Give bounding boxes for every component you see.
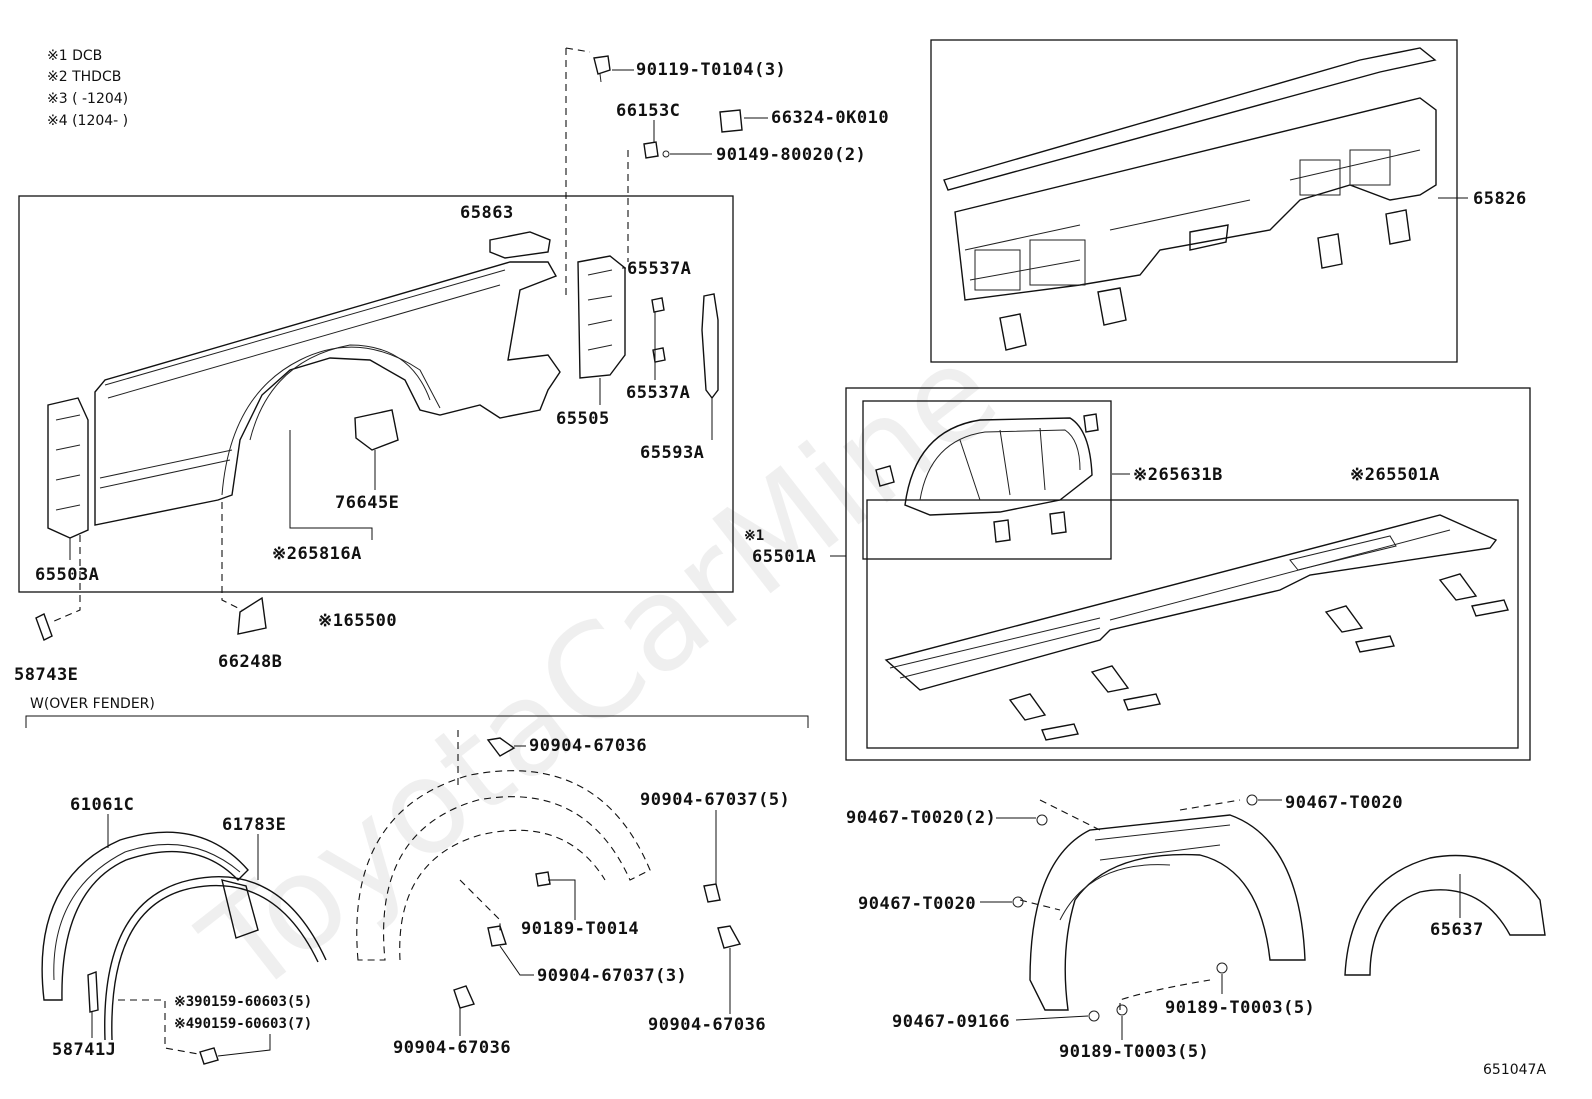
liner-65637-drawing bbox=[1344, 854, 1546, 976]
label-65631b: ※265631B bbox=[1133, 465, 1223, 485]
label-65593a: 65593A bbox=[640, 443, 704, 463]
box-floor-panel bbox=[866, 499, 1519, 749]
clip-90467-09166-icon bbox=[1088, 1010, 1100, 1022]
front-panel-drawing bbox=[943, 47, 1437, 351]
over-fender-bracket bbox=[25, 715, 809, 728]
label-65637: 65637 bbox=[1430, 920, 1484, 940]
clip-90467-t0020-a-icon bbox=[1246, 794, 1258, 806]
label-65505: 65505 bbox=[556, 409, 610, 429]
box-bed-floor bbox=[845, 387, 1531, 761]
box-wheel-housing bbox=[862, 400, 1112, 560]
label-61061c: 61061C bbox=[70, 795, 134, 815]
label-90904-67036-a: 90904-67036 bbox=[529, 736, 647, 756]
label-90467-t0020-b: 90467-T0020 bbox=[858, 894, 976, 914]
label-90904-67036-b: 90904-67036 bbox=[393, 1038, 511, 1058]
clip-90904-67037-3-icon bbox=[487, 925, 507, 947]
clip-90904-67036-a-icon bbox=[486, 737, 516, 757]
screw-90189-t0003-a-icon bbox=[1216, 962, 1228, 974]
label-90159-after: ※490159-60603(7) bbox=[174, 1016, 312, 1032]
fender-liner-leaders bbox=[980, 799, 1461, 1040]
label-65537a-lower: 65537A bbox=[626, 383, 690, 403]
bed-side-leaders bbox=[69, 69, 768, 560]
label-90149-80020: 90149-80020(2) bbox=[716, 145, 866, 165]
leader-90159 bbox=[217, 1034, 271, 1057]
clip-90467-t0020-b-icon bbox=[1012, 896, 1024, 908]
label-65501a-thdcb: ※265501A bbox=[1350, 465, 1440, 485]
label-65501a-dcb: 65501A bbox=[752, 547, 816, 567]
label-65500: ※165500 bbox=[318, 611, 397, 631]
clip-90159-icon bbox=[199, 1047, 219, 1065]
label-65863: 65863 bbox=[460, 203, 514, 223]
over-fender-leaders bbox=[459, 745, 731, 1036]
dash-58743e bbox=[51, 535, 81, 623]
label-66248b: 66248B bbox=[218, 652, 282, 672]
label-65826: 65826 bbox=[1473, 189, 1527, 209]
label-66324-0k010: 66324-0K010 bbox=[771, 108, 889, 128]
dash-90159 bbox=[118, 999, 199, 1055]
note-after-1204: ※4 (1204- ) bbox=[47, 113, 128, 129]
note-thdcb: ※2 THDCB bbox=[47, 69, 121, 85]
screw-90149-icon bbox=[662, 150, 670, 158]
label-65537a-upper: 65537A bbox=[627, 259, 691, 279]
label-65503a: 65503A bbox=[35, 565, 99, 585]
clip-66153c-icon bbox=[643, 141, 659, 159]
label-90467-09166: 90467-09166 bbox=[892, 1012, 1010, 1032]
label-66153c: 66153C bbox=[616, 101, 680, 121]
label-65816a: ※265816A bbox=[272, 544, 362, 564]
clip-90904-67036-b-icon bbox=[453, 985, 475, 1009]
fastener-90119-icon bbox=[593, 55, 611, 83]
exploded-fender-drawing bbox=[356, 730, 651, 961]
trim-61783e-drawing bbox=[104, 876, 327, 1041]
figure-code: 651047A bbox=[1483, 1062, 1546, 1078]
wheel-housing-65631b-drawing bbox=[875, 413, 1099, 543]
part-66248b-icon bbox=[237, 596, 267, 635]
clip-90467-t0020-2-icon bbox=[1036, 814, 1048, 826]
label-90189-t0003-a: 90189-T0003(5) bbox=[1165, 998, 1315, 1018]
label-76645e: 76645E bbox=[335, 493, 399, 513]
screw-90189-t0014-icon bbox=[535, 871, 551, 887]
clip-90904-67037-5-icon bbox=[703, 883, 721, 903]
notes-legend: ※1 DCB ※2 THDCB ※3 ( -1204) ※4 (1204- ) bbox=[47, 48, 128, 129]
label-90904-67036-c: 90904-67036 bbox=[648, 1015, 766, 1035]
clip-66324-icon bbox=[719, 109, 743, 133]
box-bed-side-panel bbox=[18, 195, 734, 593]
label-90904-67037-5: 90904-67037(5) bbox=[640, 790, 790, 810]
label-90189-t0014: 90189-T0014 bbox=[521, 919, 639, 939]
screw-90189-t0003-b-icon bbox=[1116, 1004, 1128, 1016]
label-65501a-dcb-mark: ※1 bbox=[744, 528, 764, 544]
side-panel-drawing bbox=[47, 231, 719, 539]
label-90159-before: ※390159-60603(5) bbox=[174, 994, 312, 1010]
label-90119-t0104: 90119-T0104(3) bbox=[636, 60, 786, 80]
label-61783e: 61783E bbox=[222, 815, 286, 835]
label-90467-t0020-a: 90467-T0020 bbox=[1285, 793, 1403, 813]
label-90904-67037-3: 90904-67037(3) bbox=[537, 966, 687, 986]
floor-panel-65501a-drawing bbox=[884, 514, 1509, 741]
clip-90904-67036-c-icon bbox=[717, 925, 742, 949]
part-58741j-icon bbox=[87, 971, 99, 1013]
label-90467-t0020-2: 90467-T0020(2) bbox=[846, 808, 996, 828]
label-90189-t0003-b: 90189-T0003(5) bbox=[1059, 1042, 1209, 1062]
box-front-panel bbox=[930, 39, 1458, 363]
dash-66248b bbox=[221, 502, 243, 611]
part-58743e-icon bbox=[35, 613, 53, 641]
fender-flare-61061c-drawing bbox=[41, 831, 259, 1001]
fender-liner-drawing bbox=[1019, 799, 1306, 1011]
note-before-1204: ※3 ( -1204) bbox=[47, 91, 128, 107]
over-fender-title: W(OVER FENDER) bbox=[30, 696, 155, 712]
label-58743e: 58743E bbox=[14, 665, 78, 685]
note-dcb: ※1 DCB bbox=[47, 48, 102, 64]
label-58741j: 58741J bbox=[52, 1040, 116, 1060]
